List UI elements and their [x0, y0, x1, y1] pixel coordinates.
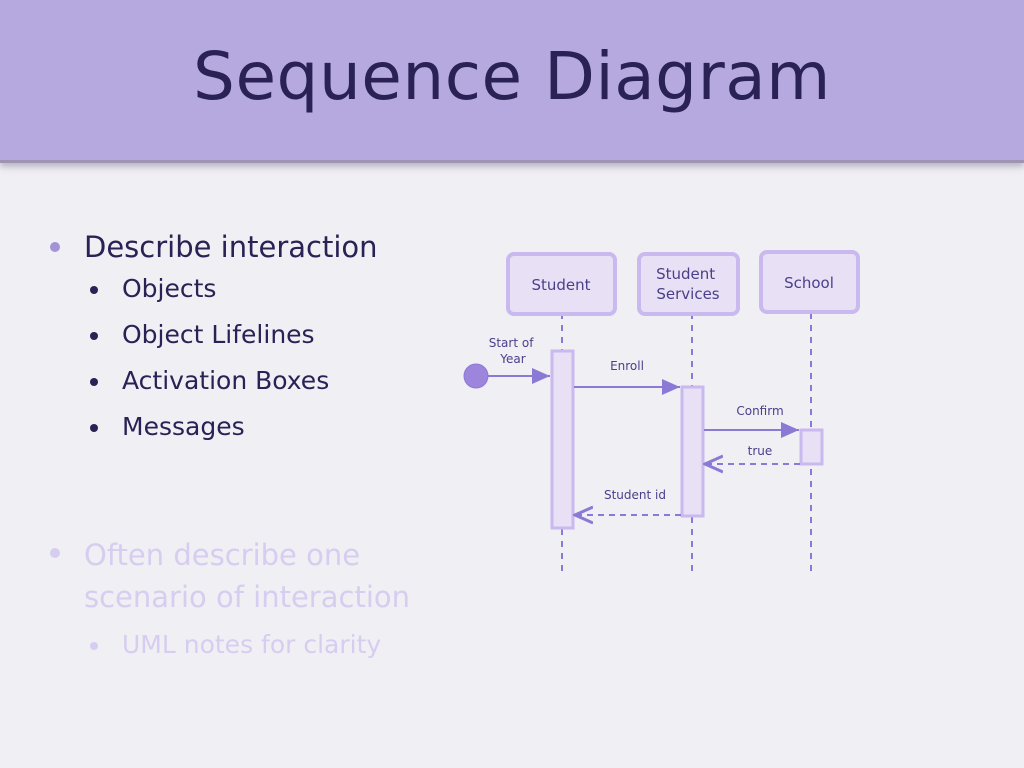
bullet-dot: [50, 242, 60, 252]
confirm-message-label: Confirm: [736, 404, 783, 418]
bullet-dot: [50, 548, 60, 558]
object-label-student: Student: [531, 276, 590, 294]
activation-box-school: [799, 428, 824, 466]
title-band: [0, 0, 1024, 163]
start-label: Start of Year: [489, 336, 538, 366]
bullet-text: Describe interaction: [84, 230, 378, 264]
faded-bullet-list: Often describe one scenario of interacti…: [48, 534, 488, 668]
bullet-text: Messages: [122, 412, 245, 441]
sub-bullet-object-lifelines: Object Lifelines: [48, 312, 468, 358]
sub-bullet-uml-notes: UML notes for clarity: [48, 622, 488, 668]
sub-bullet-objects: Objects: [48, 266, 468, 312]
bullet-text: UML notes for clarity: [122, 630, 382, 659]
bullet-dot: [90, 378, 98, 386]
sub-bullet-messages: Messages: [48, 404, 468, 450]
bullet-dot: [90, 332, 98, 340]
true-return-label: true: [748, 444, 773, 458]
object-label-school: School: [784, 274, 834, 292]
object-box-student-services: [637, 252, 740, 316]
slide-title: Sequence Diagram: [193, 38, 831, 115]
bullet-text: Object Lifelines: [122, 320, 315, 349]
object-box-student: [506, 252, 617, 316]
bullet-dot: [90, 424, 98, 432]
object-label-student-services: Student Services: [656, 265, 720, 303]
bullet-dot: [90, 642, 98, 650]
start-node: [463, 363, 489, 389]
object-box-school: [759, 250, 860, 314]
bullet-scenario: Often describe one scenario of interacti…: [48, 534, 488, 618]
bullet-text: Objects: [122, 274, 217, 303]
student-id-return-label: Student id: [604, 488, 666, 502]
enroll-message-label: Enroll: [610, 359, 644, 373]
bullet-describe-interaction: Describe interaction: [48, 228, 468, 266]
bullet-text: Often describe one scenario of interacti…: [84, 538, 410, 614]
main-bullet-list: Describe interaction Objects Object Life…: [48, 228, 468, 450]
activation-box-student-services: [680, 385, 705, 518]
bullet-dot: [90, 286, 98, 294]
sub-bullet-activation-boxes: Activation Boxes: [48, 358, 468, 404]
activation-box-student: [550, 349, 575, 530]
bullet-text: Activation Boxes: [122, 366, 330, 395]
